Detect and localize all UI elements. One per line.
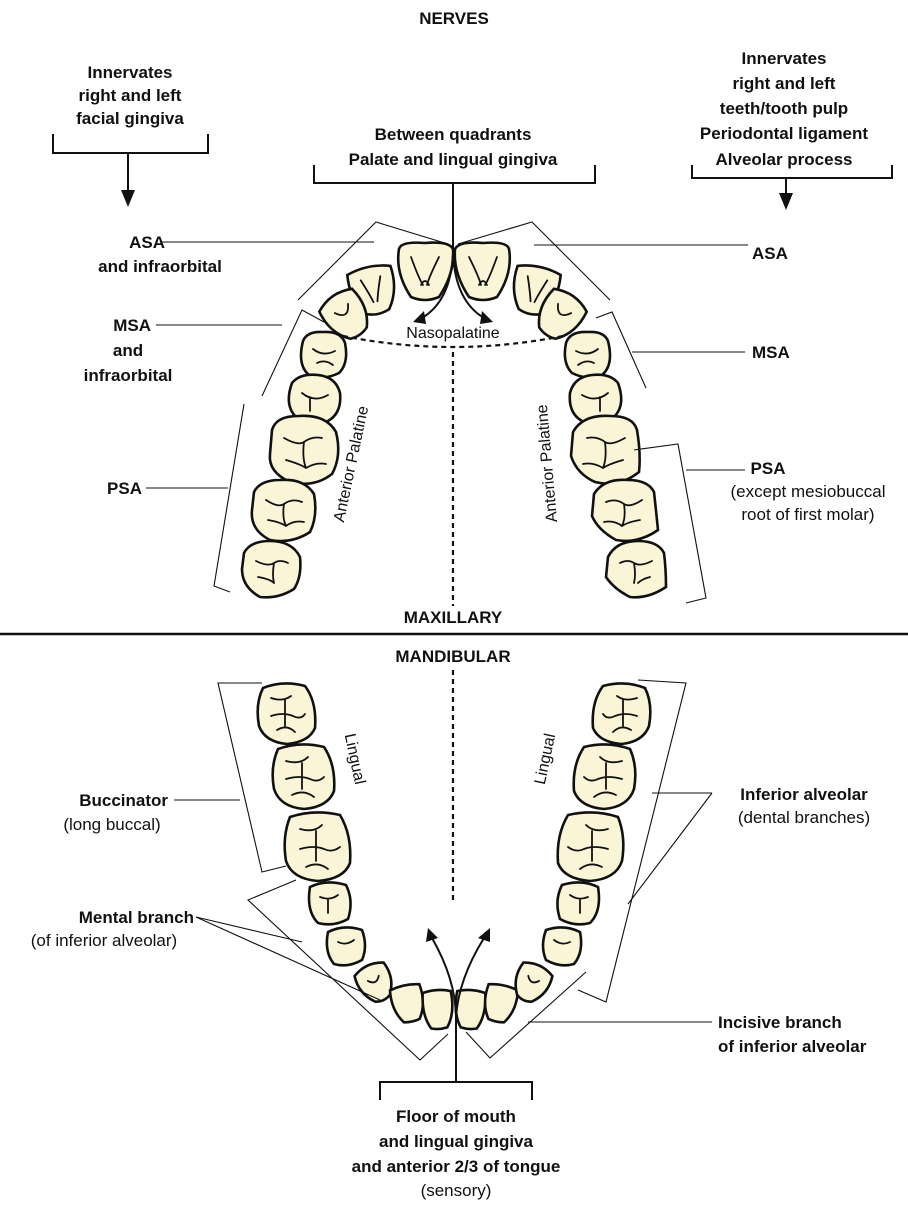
incisive-label: of inferior alveolar xyxy=(718,1037,867,1056)
tooth xyxy=(565,332,610,378)
msa-sub-label: infraorbital xyxy=(84,366,173,385)
tooth xyxy=(592,480,658,541)
note-line: right and left xyxy=(733,74,836,93)
tooth xyxy=(422,989,454,1030)
note-line: Periodontal ligament xyxy=(700,124,868,143)
palate-gingiva-note: Between quadrants Palate and lingual gin… xyxy=(314,125,595,250)
leader-line xyxy=(196,917,302,942)
inferior-alveolar-sub-label: (dental branches) xyxy=(738,808,870,827)
note-line: Innervates xyxy=(741,49,826,68)
arrow-icon xyxy=(426,928,438,942)
tooth xyxy=(252,480,316,541)
bracket xyxy=(53,134,208,153)
mandibular-arch: Lingual Lingual xyxy=(258,670,651,1082)
tooth xyxy=(270,416,338,484)
mandibular-heading: MANDIBULAR xyxy=(395,647,510,666)
tooth xyxy=(558,812,624,881)
inferior-alveolar-label: Inferior alveolar xyxy=(740,785,868,804)
tooth xyxy=(606,541,666,597)
tooth xyxy=(309,882,351,924)
nasopalatine-label: Nasopalatine xyxy=(406,325,500,342)
mandibular-left-labels: Buccinator (long buccal) Mental branch (… xyxy=(31,683,448,1060)
psa-sub-label: (except mesiobuccal xyxy=(731,482,886,501)
msa-sub-label: and xyxy=(113,341,143,360)
note-line: right and left xyxy=(79,86,182,105)
tooth xyxy=(258,683,316,744)
asa-label: ASA xyxy=(752,244,788,263)
lingual-right-label: Lingual xyxy=(532,732,559,786)
note-line: Floor of mouth xyxy=(396,1107,516,1126)
lingual-left-label: Lingual xyxy=(341,732,368,786)
tooth xyxy=(571,416,640,484)
maxillary-arch: Nasopalatine Anterior Palatine Anterior … xyxy=(242,243,666,606)
tooth xyxy=(481,982,519,1025)
note-line: Between quadrants xyxy=(375,125,532,144)
tooth xyxy=(574,744,636,809)
psa-label: PSA xyxy=(751,459,786,478)
asa-label: ASA xyxy=(129,233,165,252)
mental-sub-label: (of inferior alveolar) xyxy=(31,931,177,950)
note-line: and lingual gingiva xyxy=(379,1132,534,1151)
anterior-palatine-right-label: Anterior Palatine xyxy=(534,404,561,523)
leader-line xyxy=(628,793,712,904)
bracket xyxy=(380,1082,532,1100)
msa-label: MSA xyxy=(752,343,790,362)
mental-label: Mental branch xyxy=(79,908,194,927)
note-line: Innervates xyxy=(87,63,172,82)
note-line: Alveolar process xyxy=(715,150,852,169)
arrow-icon xyxy=(478,928,490,942)
incisive-label: Incisive branch xyxy=(718,1013,842,1032)
psa-bracket xyxy=(214,404,244,592)
maxillary-heading: MAXILLARY xyxy=(404,608,503,627)
arrow-down-icon xyxy=(121,190,135,207)
tooth xyxy=(242,541,300,597)
arrow-down-icon xyxy=(779,193,793,210)
note-line: facial gingiva xyxy=(76,109,184,128)
floor-of-mouth-note: Floor of mouth and lingual gingiva and a… xyxy=(352,1082,561,1200)
asa-sub-label: and infraorbital xyxy=(98,257,222,276)
msa-label: MSA xyxy=(113,316,151,335)
tooth xyxy=(543,927,581,965)
tooth xyxy=(285,812,351,881)
tooth-pulp-note: Innervates right and left teeth/tooth pu… xyxy=(692,49,892,210)
note-sub-line: (sensory) xyxy=(421,1181,492,1200)
note-line: teeth/tooth pulp xyxy=(720,99,848,118)
tooth xyxy=(327,927,365,965)
tooth xyxy=(455,243,510,300)
psa-sub-label: root of first molar) xyxy=(741,505,874,524)
tooth xyxy=(273,744,335,809)
facial-gingiva-note: Innervates right and left facial gingiva xyxy=(53,63,208,207)
arrow-icon xyxy=(480,311,493,324)
buccinator-sub-label: (long buccal) xyxy=(63,815,160,834)
tooth xyxy=(593,683,651,744)
note-line: and anterior 2/3 of tongue xyxy=(352,1157,561,1176)
psa-label: PSA xyxy=(107,479,142,498)
tooth xyxy=(301,332,346,378)
diagram-title: NERVES xyxy=(419,9,489,28)
tooth xyxy=(557,882,599,924)
buccinator-label: Buccinator xyxy=(79,791,168,810)
note-line: Palate and lingual gingiva xyxy=(349,150,558,169)
arrow-icon xyxy=(413,311,426,324)
